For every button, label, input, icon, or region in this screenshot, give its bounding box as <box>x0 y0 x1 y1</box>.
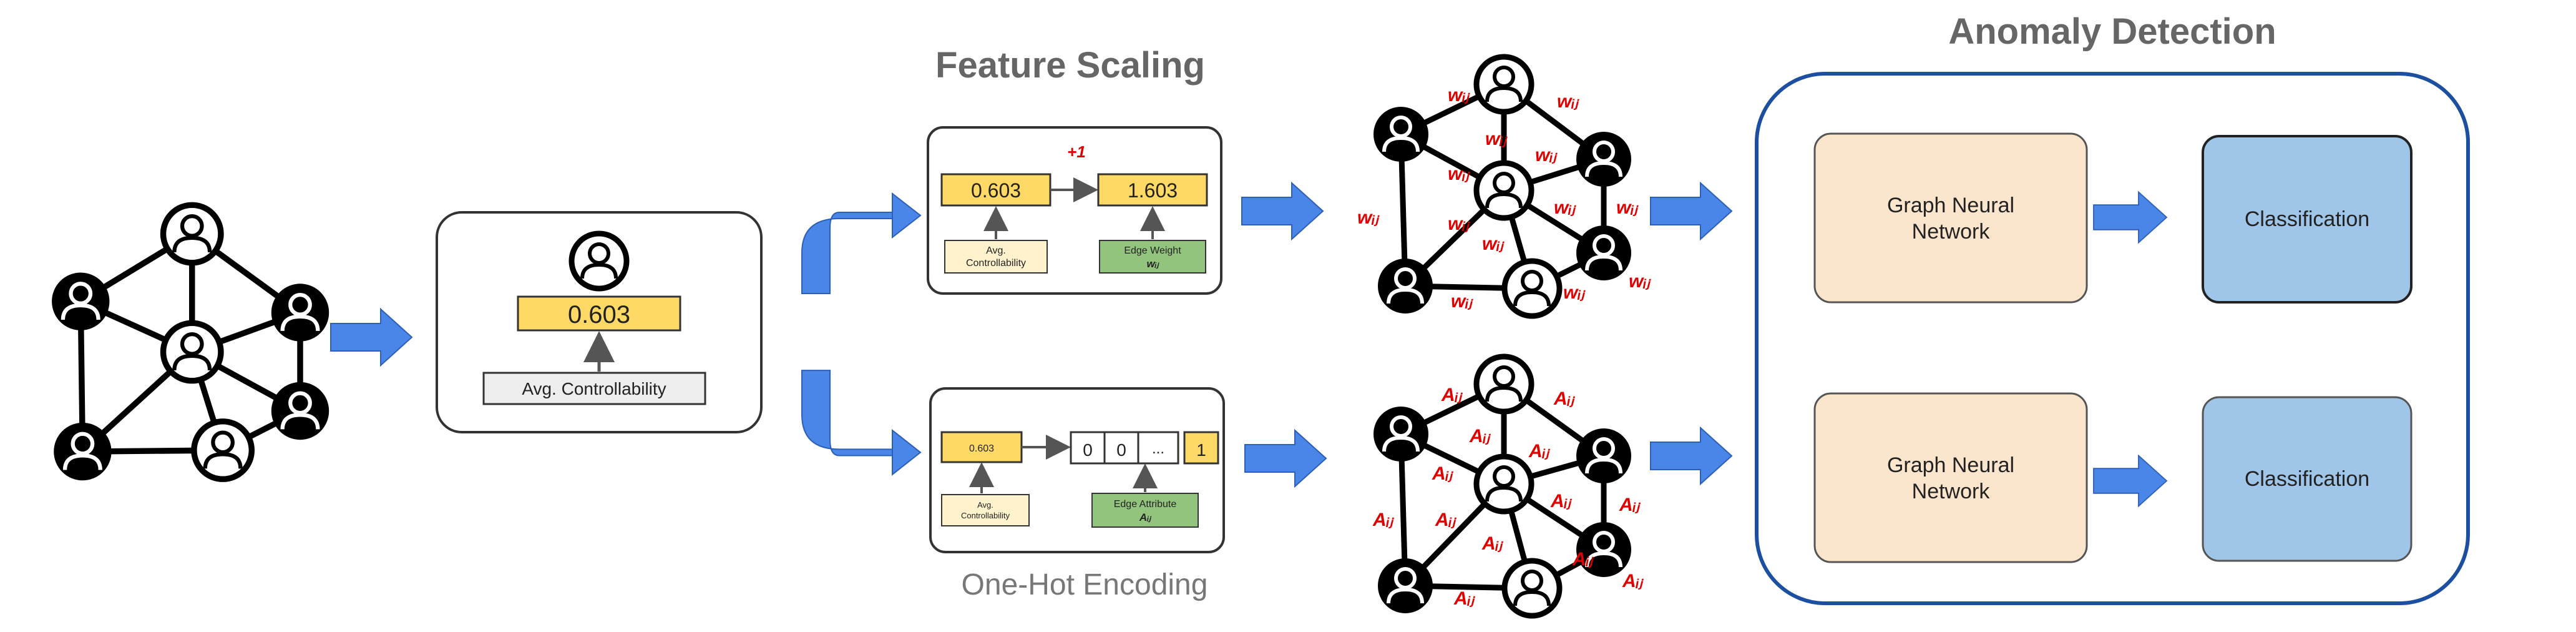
person-icon <box>572 234 627 289</box>
encoding-source-label-2: Controllability <box>961 511 1010 520</box>
edge-weight-tag: wᵢⱼ <box>1557 91 1579 112</box>
edge-attribute-tag: Aᵢⱼ <box>1550 491 1573 511</box>
node-person-icon <box>1505 261 1559 316</box>
edge-attribute-tag: Aᵢⱼ <box>1372 510 1395 530</box>
node-person-icon <box>163 323 221 380</box>
split-arrow-down <box>801 370 922 476</box>
node-person-icon <box>1576 225 1631 280</box>
edge-attribute-tag: Aᵢⱼ <box>1528 441 1551 462</box>
scaling-source-label-2: Controllability <box>966 258 1026 269</box>
gnn-box <box>1813 132 2088 304</box>
anomaly-detection-frame: Graph Neural Network Classification Grap… <box>1755 72 2470 605</box>
edge-weight-tag: wᵢⱼ <box>1448 214 1470 234</box>
node-person-icon <box>1476 357 1531 412</box>
scaling-source-label-1: Avg. <box>986 245 1006 256</box>
edge-weight-label: Edge Weight <box>1124 245 1181 256</box>
edge-weight-tag: wᵢⱼ <box>1535 145 1558 165</box>
edge-attribute-tag: Aᵢⱼ <box>1481 533 1504 554</box>
one-hot-cell: 0 <box>1083 440 1093 460</box>
node-person-icon <box>1476 457 1531 511</box>
flow-arrow-icon <box>1244 430 1327 487</box>
edge-weight-tag: wᵢⱼ <box>1451 291 1473 312</box>
pipeline-bottom: Graph Neural Network Classification <box>1813 392 2413 563</box>
edge-weight-tag: wᵢⱼ <box>1563 282 1586 303</box>
edge-attribute-tag: Aᵢⱼ <box>1619 495 1641 515</box>
controllability-label: Avg. Controllability <box>522 379 666 398</box>
edge-attribute-tag: Aᵢⱼ <box>1441 385 1463 405</box>
one-hot-cell: ... <box>1152 440 1164 457</box>
node-person-icon <box>194 422 251 479</box>
edge-weight-tag: wᵢⱼ <box>1629 271 1651 292</box>
edge-weight-tag: wᵢⱼ <box>1485 129 1508 149</box>
gnn-label-line2: Network <box>1912 480 1991 503</box>
flow-arrow-icon <box>1650 427 1732 485</box>
one-hot-encoding-title: One-Hot Encoding <box>962 568 1208 601</box>
controllability-box: 0.603 Avg. Controllability <box>436 211 763 433</box>
node-person-icon <box>1373 107 1428 162</box>
node-person-icon <box>1378 259 1433 314</box>
node-person-icon <box>54 423 111 480</box>
controllability-value: 0.603 <box>568 301 630 328</box>
classification-box <box>2202 396 2413 562</box>
classification-label: Classification <box>2245 467 2369 491</box>
one-hot-cell: 1 <box>1196 440 1206 460</box>
gnn-label-line2: Network <box>1912 220 1991 244</box>
attribute-graph: Aᵢⱼ Aᵢⱼ Aᵢⱼ Aᵢⱼ Aᵢⱼ Aᵢⱼ Aᵢⱼ Aᵢⱼ Aᵢⱼ Aᵢⱼ … <box>1372 357 1644 616</box>
edge-attribute-symbol: Aᵢⱼ <box>1139 511 1152 523</box>
node-person-icon <box>1378 558 1433 613</box>
feature-scaling-box: +1 0.603 1.603 Avg. Controllability Edge… <box>927 126 1222 295</box>
one-hot-cell: 0 <box>1116 440 1126 460</box>
encoding-source-label-1: Avg. <box>977 500 993 510</box>
edge-attribute-tag: Aᵢⱼ <box>1553 388 1576 409</box>
node-person-icon <box>1476 163 1531 218</box>
edge-weight-tag: wᵢⱼ <box>1448 85 1470 106</box>
edge-weight-symbol: wᵢⱼ <box>1146 258 1159 270</box>
node-person-icon <box>1576 132 1631 187</box>
flow-arrow-icon <box>330 309 412 366</box>
edge-weight-tag: wᵢⱼ <box>1482 234 1505 254</box>
pipeline-top: Graph Neural Network Classification <box>1813 132 2413 304</box>
node-person-icon <box>1373 407 1428 462</box>
gnn-label-line1: Graph Neural <box>1887 194 2014 217</box>
feature-scaling-title: Feature Scaling <box>935 45 1205 86</box>
node-person-icon <box>1576 428 1631 483</box>
flow-arrow-icon <box>1241 182 1324 240</box>
one-hot-encoding-box: 0.603 0 0 ... 1 Avg. Controllability Edg… <box>929 387 1225 553</box>
edge-attribute-tag: Aᵢⱼ <box>1622 571 1644 591</box>
scaling-input-value: 0.603 <box>971 179 1021 202</box>
weighted-graph: wᵢⱼ wᵢⱼ wᵢⱼ wᵢⱼ wᵢⱼ wᵢⱼ wᵢⱼ wᵢⱼ wᵢⱼ wᵢⱼ … <box>1357 57 1651 316</box>
anomaly-detection-title: Anomaly Detection <box>1948 11 2276 52</box>
node-person-icon <box>271 382 329 440</box>
one-hot-vector: 0 0 ... 1 <box>1070 431 1219 465</box>
node-person-icon <box>1476 57 1531 112</box>
node-person-icon <box>271 284 329 341</box>
edge-weight-tag: wᵢⱼ <box>1554 197 1576 218</box>
edge-attribute-label: Edge Attribute <box>1114 499 1177 510</box>
edge-attribute-tag: Aᵢⱼ <box>1432 463 1454 484</box>
edge-weight-tag: wᵢⱼ <box>1357 207 1380 228</box>
gnn-label-line1: Graph Neural <box>1887 453 2014 477</box>
plus-one-label: +1 <box>1067 142 1086 161</box>
classification-label: Classification <box>2245 207 2369 231</box>
edge-attribute-tag: Aᵢⱼ <box>1572 549 1594 570</box>
edge-attribute-labels: Aᵢⱼ Aᵢⱼ Aᵢⱼ Aᵢⱼ Aᵢⱼ Aᵢⱼ Aᵢⱼ Aᵢⱼ Aᵢⱼ Aᵢⱼ … <box>1372 385 1644 609</box>
edge-weight-tag: wᵢⱼ <box>1448 164 1470 184</box>
node-person-icon <box>163 205 221 262</box>
encoding-input-value: 0.603 <box>969 443 994 454</box>
edge-weight-tag: wᵢⱼ <box>1616 197 1639 218</box>
edge-weight-labels: wᵢⱼ wᵢⱼ wᵢⱼ wᵢⱼ wᵢⱼ wᵢⱼ wᵢⱼ wᵢⱼ wᵢⱼ wᵢⱼ … <box>1357 85 1651 312</box>
classification-box <box>2202 135 2413 304</box>
split-arrow-up <box>801 192 922 294</box>
gnn-box <box>1813 392 2088 563</box>
flow-arrow-icon <box>1650 182 1732 240</box>
edge-attribute-tag: Aᵢⱼ <box>1469 426 1491 447</box>
edge-attribute-tag: Aᵢⱼ <box>1453 588 1476 609</box>
node-person-icon <box>1505 561 1559 616</box>
edge-attribute-tag: Aᵢⱼ <box>1435 510 1457 530</box>
input-graph <box>52 205 329 480</box>
scaling-output-value: 1.603 <box>1128 179 1178 202</box>
node-person-icon <box>52 272 109 330</box>
